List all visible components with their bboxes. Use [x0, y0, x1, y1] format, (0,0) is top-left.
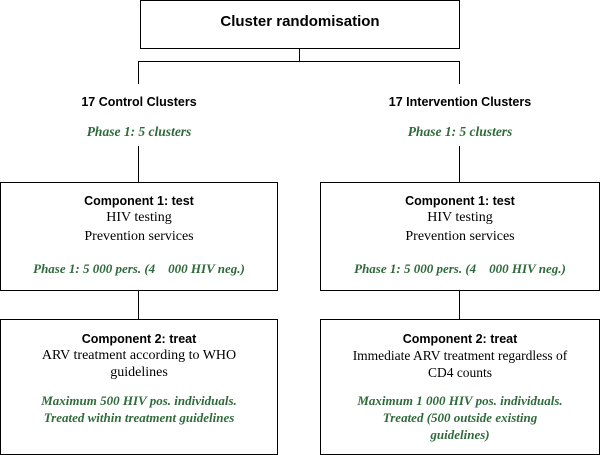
- intervention-component2-title: Component 2: treat: [402, 332, 518, 346]
- control-component2-line2: guidelines: [110, 365, 168, 380]
- control-component2-line1: ARV treatment according to WHO: [41, 348, 237, 363]
- connector-right-phase-to-component1: [459, 146, 460, 182]
- intervention-phase-label: Phase 1: 5 clusters: [407, 124, 513, 139]
- intervention-component1-box: Component 1: test HIV testing Prevention…: [320, 182, 600, 291]
- control-component1-line2: Prevention services: [84, 229, 194, 244]
- intervention-component2-line1: Immediate ARV treatment regardless of: [352, 348, 568, 363]
- control-component2-note1: Maximum 500 HIV pos. individuals.: [41, 393, 237, 408]
- control-component1-title: Component 1: test: [84, 194, 194, 208]
- control-component1-note: Phase 1: 5 000 pers. (4 000 HIV neg.): [33, 261, 245, 276]
- intervention-component2-note3: guidelines): [430, 427, 490, 442]
- control-component1-box: Component 1: test HIV testing Prevention…: [0, 182, 278, 291]
- intervention-component2-box: Component 2: treat Immediate ARV treatme…: [320, 319, 600, 455]
- connector-left-component1-to-component2: [138, 290, 139, 319]
- connector-branch-horizontal: [138, 61, 460, 62]
- intervention-clusters-heading: 17 Intervention Clusters: [388, 95, 532, 109]
- intervention-component2-note1: Maximum 1 000 HIV pos. individuals.: [357, 393, 563, 408]
- connector-left-drop: [138, 61, 139, 84]
- control-component1-line1: HIV testing: [106, 210, 172, 225]
- intervention-component2-note2: Treated (500 outside existing: [382, 410, 538, 425]
- control-clusters-heading: 17 Control Clusters: [81, 95, 197, 109]
- control-component2-box: Component 2: treat ARV treatment accordi…: [0, 319, 278, 455]
- intervention-component2-line2: CD4 counts: [427, 365, 493, 380]
- control-component2-title: Component 2: treat: [81, 332, 197, 346]
- control-component2-note2: Treated within treatment guidelines: [43, 410, 235, 425]
- connector-top-stem: [299, 48, 300, 61]
- connector-left-phase-to-component1: [138, 146, 139, 182]
- intervention-component1-title: Component 1: test: [405, 194, 515, 208]
- cluster-randomisation-box: Cluster randomisation: [140, 0, 460, 49]
- connector-right-drop: [459, 61, 460, 84]
- connector-right-component1-to-component2: [459, 290, 460, 319]
- intervention-component1-line1: HIV testing: [427, 210, 493, 225]
- cluster-randomisation-title: Cluster randomisation: [220, 13, 380, 30]
- intervention-component1-note: Phase 1: 5 000 pers. (4 000 HIV neg.): [354, 261, 566, 276]
- control-phase-label: Phase 1: 5 clusters: [86, 124, 192, 139]
- intervention-component1-line2: Prevention services: [405, 229, 515, 244]
